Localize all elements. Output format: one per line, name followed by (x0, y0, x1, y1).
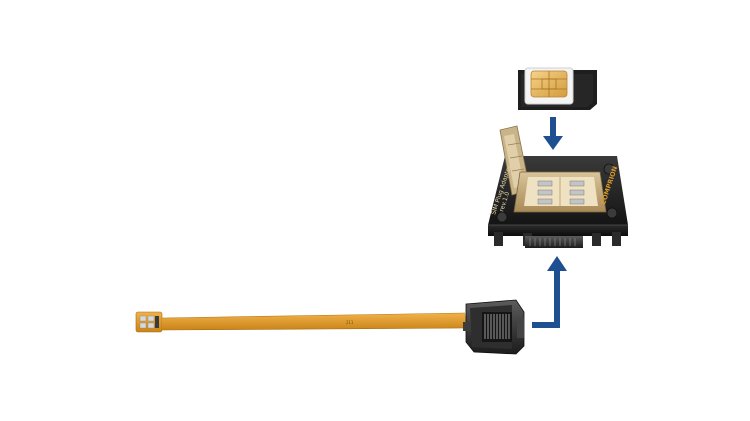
sim-chip (530, 70, 568, 98)
sim-holder-base (513, 171, 607, 213)
arrow-down-icon (543, 117, 563, 150)
cable-connector (463, 299, 525, 355)
sim-contacts (537, 180, 585, 205)
sim-plug-adapter: SIM Plug Adapter rev.1.0 COMPRION (488, 125, 628, 248)
screw-icon (496, 211, 508, 223)
cable-marking: 211 (346, 320, 354, 325)
screw-icon (603, 163, 615, 175)
board-connector (525, 236, 583, 248)
flex-cable: 211 (135, 311, 469, 333)
arrow-up-icon (532, 256, 567, 328)
flex-tip (135, 311, 163, 333)
screw-icon (606, 207, 618, 219)
sim-card (518, 67, 597, 110)
